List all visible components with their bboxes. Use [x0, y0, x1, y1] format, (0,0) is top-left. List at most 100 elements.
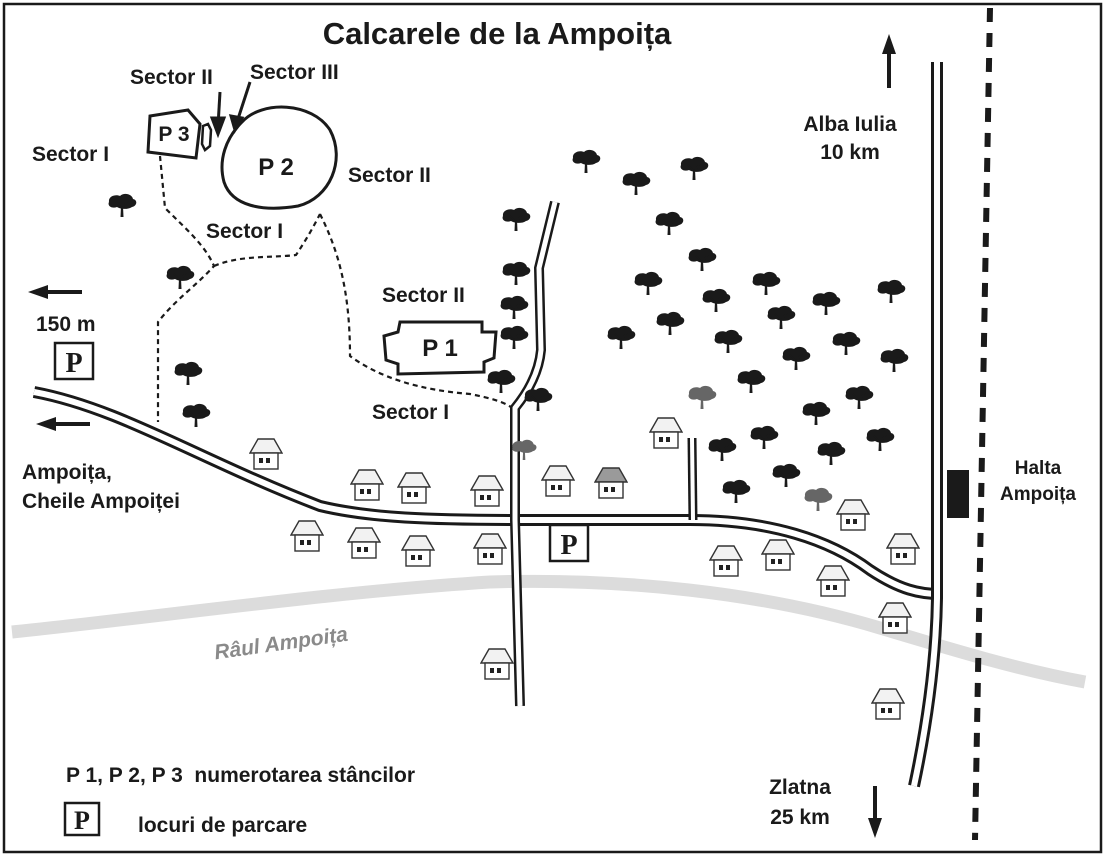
highway-road	[908, 62, 943, 788]
tree-icon	[876, 279, 907, 304]
tree-icon	[803, 487, 834, 512]
tree-icon	[501, 261, 532, 286]
tree-icon	[606, 325, 637, 350]
house-icon	[249, 438, 283, 470]
sector-label: Sector I	[32, 143, 109, 166]
tree-icon	[523, 387, 554, 412]
tree-icon	[679, 156, 710, 181]
arrow-icon	[868, 786, 882, 838]
tree-icon	[621, 171, 652, 196]
rock-p1	[382, 320, 498, 376]
tree-icon	[486, 369, 517, 394]
direction-arrows	[28, 34, 896, 838]
tree-icon	[844, 385, 875, 410]
tree-icon	[107, 193, 138, 218]
house-icon	[541, 465, 575, 497]
house-icon	[401, 535, 435, 567]
station-icon	[947, 470, 969, 518]
house-icon	[480, 648, 514, 680]
tree-icon	[831, 331, 862, 356]
house-icon	[470, 475, 504, 507]
sector-label: Sector III	[250, 61, 339, 84]
zlatna-distance: 25 km	[770, 806, 830, 829]
tree-icon	[865, 427, 896, 452]
tree-icon	[749, 425, 780, 450]
river	[11, 574, 1087, 689]
rock-p3	[146, 108, 213, 160]
tree-icon	[633, 271, 664, 296]
tree-icon	[655, 311, 686, 336]
footpaths	[156, 155, 513, 422]
tree-icon	[736, 369, 767, 394]
house-icon	[878, 602, 912, 634]
tree-icon	[654, 211, 685, 236]
house-icon	[886, 533, 920, 565]
tree-icon	[499, 325, 530, 350]
tree-icon	[721, 479, 752, 504]
side-road-north	[510, 200, 560, 707]
legend-parking-places: locuri de parcare	[138, 814, 307, 837]
tree-icon	[771, 463, 802, 488]
tree-icon	[811, 291, 842, 316]
tree-icon	[571, 149, 602, 174]
arrow-icon	[28, 285, 82, 299]
sector-arrows	[209, 81, 252, 139]
tree-icon	[181, 403, 212, 428]
cheile-ampoitei-label: Cheile Ampoiței	[22, 490, 180, 513]
tree-icon	[816, 441, 847, 466]
svg-text:P: P	[560, 530, 577, 561]
legend: P 1, P 2, P 3 numerotarea stâncilor locu…	[66, 764, 415, 837]
tree-icon	[707, 437, 738, 462]
sector-label: Sector II	[130, 66, 213, 89]
tree-icon	[781, 346, 812, 371]
main-road	[32, 386, 941, 600]
river-label: Râul Ampoița	[213, 623, 350, 665]
house-icon	[649, 417, 683, 449]
rock-p2-label: P 2	[258, 154, 294, 181]
parking-icon: P	[53, 341, 95, 381]
house-icon	[397, 472, 431, 504]
tree-icon	[165, 265, 196, 290]
tree-icon	[687, 385, 718, 410]
ampoita-direction-label: Ampoița,	[22, 461, 112, 484]
house-icon	[836, 499, 870, 531]
station-label: Halta	[1015, 458, 1062, 479]
tree-icon	[751, 271, 782, 296]
tree-icon	[801, 401, 832, 426]
house-icon	[350, 469, 384, 501]
arrow-icon	[882, 34, 896, 88]
trees	[107, 149, 910, 504]
sector-label: Sector II	[348, 164, 431, 187]
houses	[249, 417, 920, 720]
rock-p2	[220, 105, 338, 210]
alba-iulia-label: Alba Iulia	[803, 113, 897, 136]
house-icon	[347, 527, 381, 559]
tree-icon	[687, 247, 718, 272]
tree-icon	[701, 288, 732, 313]
sector-label: Sector I	[372, 401, 449, 424]
zlatna-label: Zlatna	[769, 776, 831, 799]
tree-icon	[766, 305, 797, 330]
tree-icon	[879, 348, 910, 373]
railway-line	[972, 7, 993, 841]
parking-icon: P	[548, 523, 590, 563]
house-icon	[594, 467, 628, 499]
house-icon	[473, 533, 507, 565]
svg-text:P: P	[65, 348, 82, 379]
sector-labels: Sector I Sector II Sector III Sector II …	[32, 61, 465, 424]
houses-dark-roof	[594, 467, 628, 499]
house-icon	[816, 565, 850, 597]
tree-icon	[501, 207, 532, 232]
alba-iulia-distance: 10 km	[820, 141, 880, 164]
station-name: Ampoița	[1000, 484, 1076, 505]
legend-rocks-numbering: P 1, P 2, P 3 numerotarea stâncilor	[66, 764, 415, 787]
house-icon	[761, 539, 795, 571]
rock-p1-label: P 1	[422, 335, 458, 362]
small-lane	[687, 437, 698, 521]
map-title: Calcarele de la Ampoița	[323, 16, 672, 51]
house-icon	[871, 688, 905, 720]
house-icon	[709, 545, 743, 577]
house-icon	[290, 520, 324, 552]
